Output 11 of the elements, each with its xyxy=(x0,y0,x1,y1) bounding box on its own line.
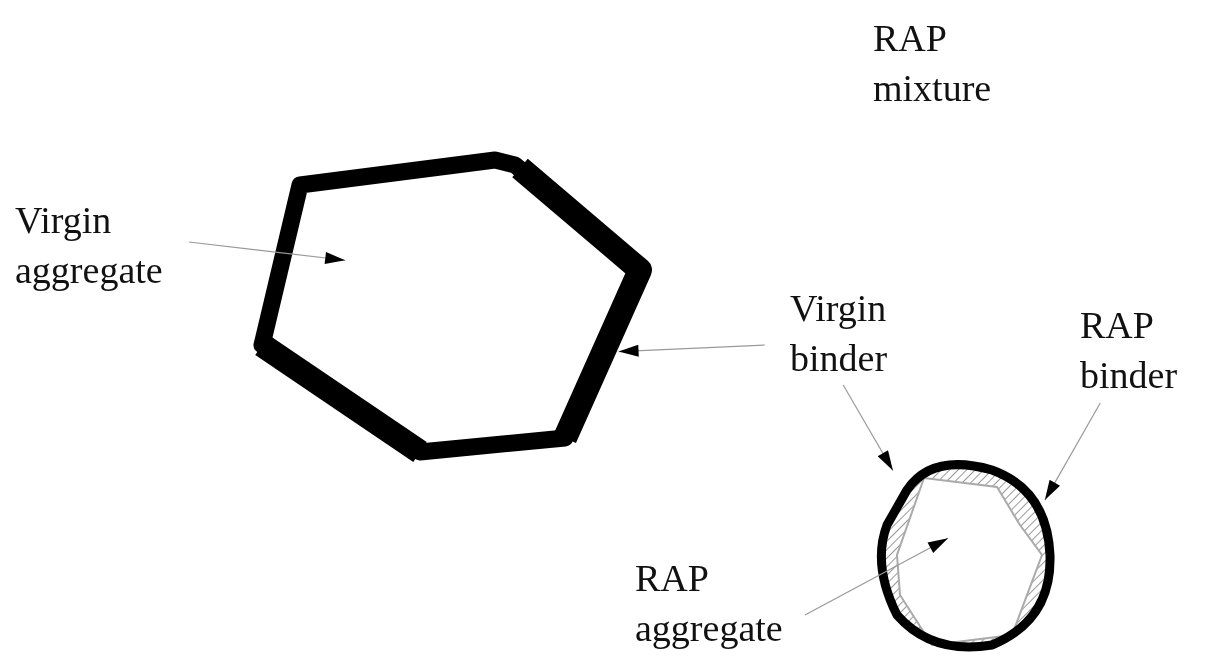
leader-line xyxy=(842,384,894,472)
part-label: Virgin binder xyxy=(790,283,930,383)
leader-line xyxy=(1044,402,1101,501)
leader-line xyxy=(804,537,949,616)
virgin-particle-drawing xyxy=(250,150,655,465)
leader-line xyxy=(617,344,766,357)
part-label: Virgin aggregate xyxy=(15,195,215,295)
part-label: RAP aggregate xyxy=(635,553,835,653)
leader-line xyxy=(188,241,346,264)
part-label: RAP binder xyxy=(1080,300,1215,400)
mixture-label: RAP mixture xyxy=(873,16,993,111)
